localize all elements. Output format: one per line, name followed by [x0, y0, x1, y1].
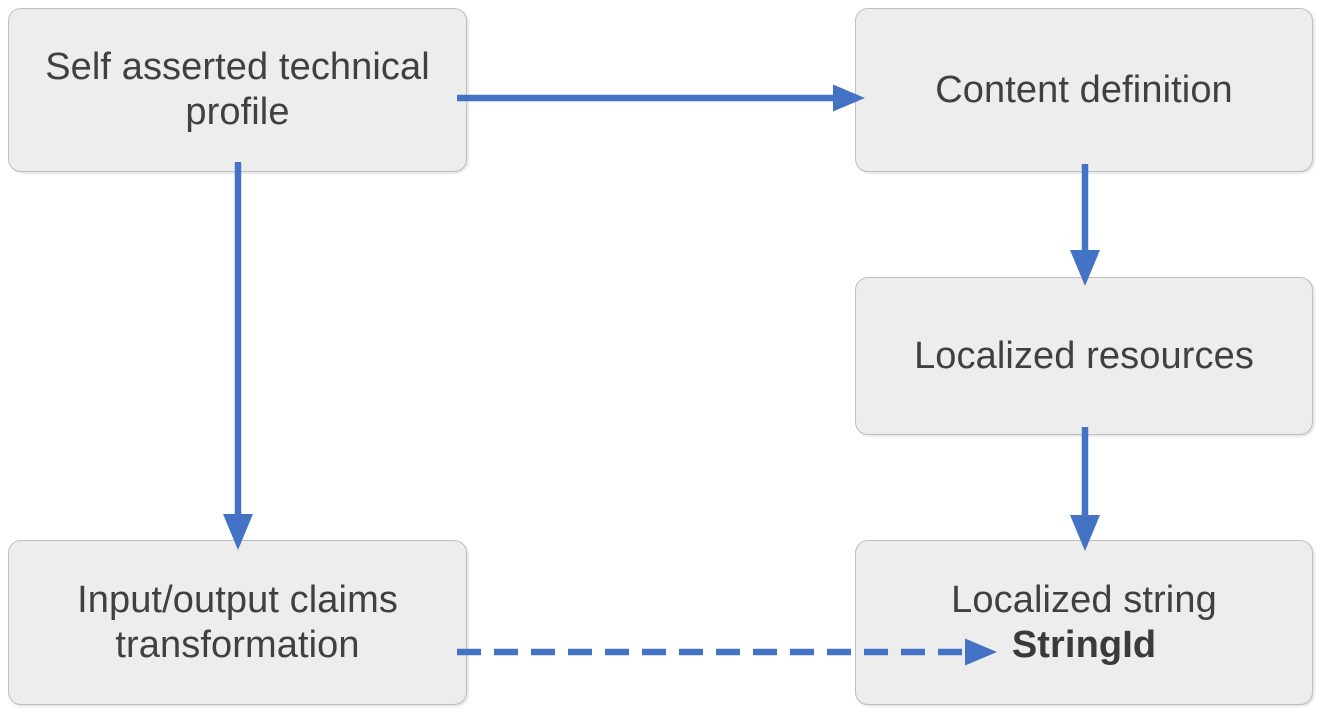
node-localized-resources[interactable]: Localized resources [855, 277, 1313, 435]
node-input-output-claims-transformation[interactable]: Input/output claims transformation [8, 540, 467, 705]
node-label: Localized resources [914, 334, 1254, 377]
node-label-string-id: StringId [1011, 623, 1157, 666]
node-label: Self asserted technical profile [45, 46, 430, 133]
node-label-group: Localized string StringId [874, 578, 1294, 668]
connector-self-asserted-to-content-definition [457, 84, 865, 112]
connector-content-definition-to-localized-resources [1070, 164, 1100, 286]
node-label: Content definition [935, 68, 1233, 111]
connector-localized-resources-to-localized-string [1070, 427, 1100, 551]
node-content-definition[interactable]: Content definition [855, 8, 1313, 172]
connector-self-asserted-to-claims-transformation [223, 162, 253, 550]
node-label: Input/output claims transformation [77, 578, 398, 666]
node-label: Localized string [951, 578, 1217, 621]
node-localized-string[interactable]: Localized string StringId [855, 540, 1313, 705]
node-self-asserted-technical-profile[interactable]: Self asserted technical profile [8, 8, 467, 172]
